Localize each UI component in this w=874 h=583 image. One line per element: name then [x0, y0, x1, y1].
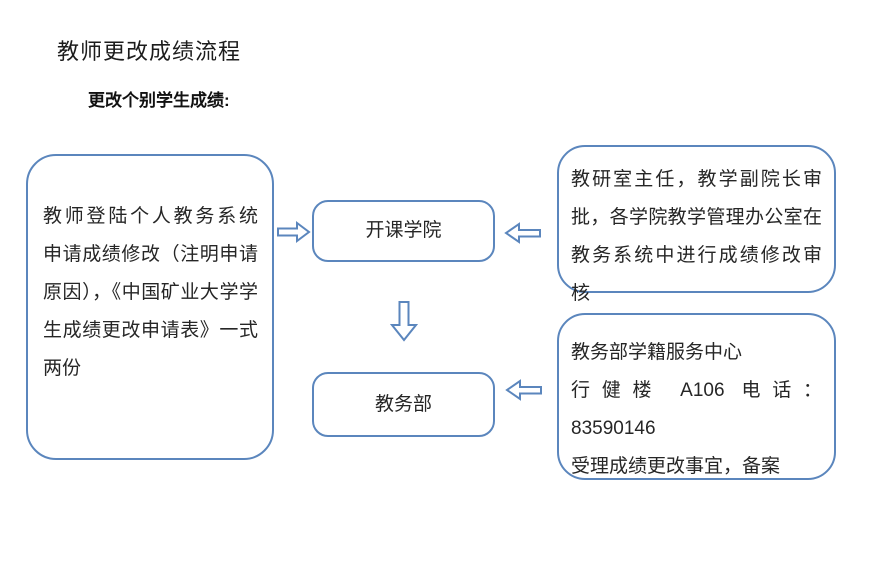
- teacher-apply-line: 教师登陆个人教务系统: [43, 206, 258, 227]
- service-line: 教务部学籍服务中心: [571, 342, 743, 363]
- course-college-label: 开课学院: [365, 220, 442, 241]
- approval-line: 批，各学院教学管理办公室在: [571, 207, 822, 228]
- approval-line: 核: [571, 283, 591, 304]
- page-title: 教师更改成绩流程: [57, 39, 242, 64]
- arrow-right-icon: [277, 221, 311, 243]
- course-college-box: 开课学院: [312, 200, 495, 262]
- service-center-box: 教务部学籍服务中心 行健楼 A106 电话： 83590146 受理成绩更改事宜…: [557, 313, 836, 480]
- service-line: 83590146: [571, 418, 656, 439]
- arrow-left-bottom-icon: [505, 379, 542, 401]
- teacher-apply-line: 申请成绩修改（注明申请: [43, 244, 258, 265]
- service-line: 受理成绩更改事宜，备案: [571, 456, 781, 477]
- teacher-apply-line: 原因），《中国矿业大学学: [43, 282, 258, 303]
- teacher-apply-box: 教师登陆个人教务系统 申请成绩修改（注明申请 原因），《中国矿业大学学 生成绩更…: [26, 154, 274, 460]
- teacher-apply-line: 生成绩更改申请表》一式: [43, 320, 258, 341]
- approval-box: 教研室主任，教学副院长审 批，各学院教学管理办公室在 教务系统中进行成绩修改审 …: [557, 145, 836, 304]
- academic-affairs-box: 教务部: [312, 372, 495, 437]
- page-subtitle: 更改个别学生成绩:: [88, 91, 230, 110]
- approval-line: 教研室主任，教学副院长审: [571, 169, 822, 190]
- arrow-left-top-icon: [504, 222, 541, 244]
- arrow-down-icon: [390, 301, 418, 342]
- approval-line: 教务系统中进行成绩修改审: [571, 245, 822, 266]
- academic-affairs-label: 教务部: [374, 393, 432, 415]
- service-line: 行健楼 A106 电话：: [571, 380, 822, 401]
- teacher-apply-line: 两份: [43, 358, 82, 379]
